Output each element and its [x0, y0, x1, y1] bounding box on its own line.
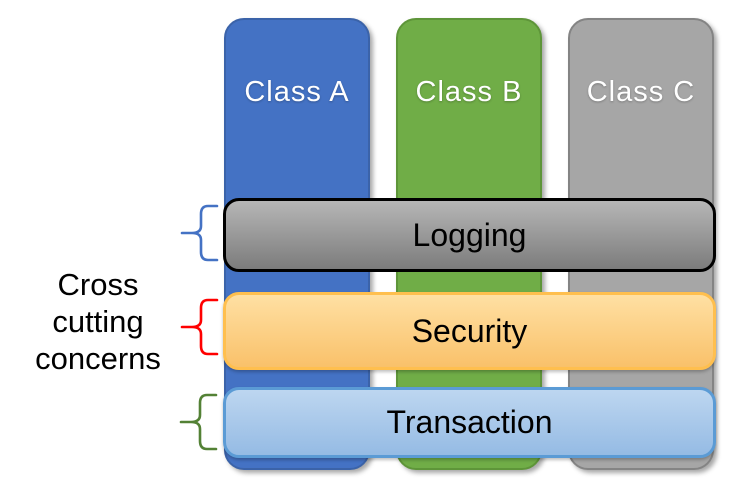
class-b-label: Class B	[415, 76, 523, 108]
logging-bar: Logging	[223, 198, 716, 272]
transaction-brace-icon	[179, 393, 218, 451]
transaction-label: Transaction	[386, 404, 553, 440]
logging-label: Logging	[412, 216, 527, 253]
class-c-label: Class C	[586, 76, 696, 108]
security-bar: Security	[223, 292, 716, 370]
class-a-label: Class A	[244, 76, 350, 108]
cross-cutting-concerns-label: Cross cutting concerns	[14, 266, 182, 377]
security-brace-icon	[180, 298, 219, 356]
side-label-line-2: cutting	[52, 304, 144, 339]
side-label-line-1: Cross	[57, 267, 139, 302]
security-label: Security	[411, 312, 528, 349]
transaction-bar: Transaction	[223, 387, 716, 458]
side-label-line-3: concerns	[35, 341, 161, 376]
logging-brace-icon	[180, 204, 219, 262]
